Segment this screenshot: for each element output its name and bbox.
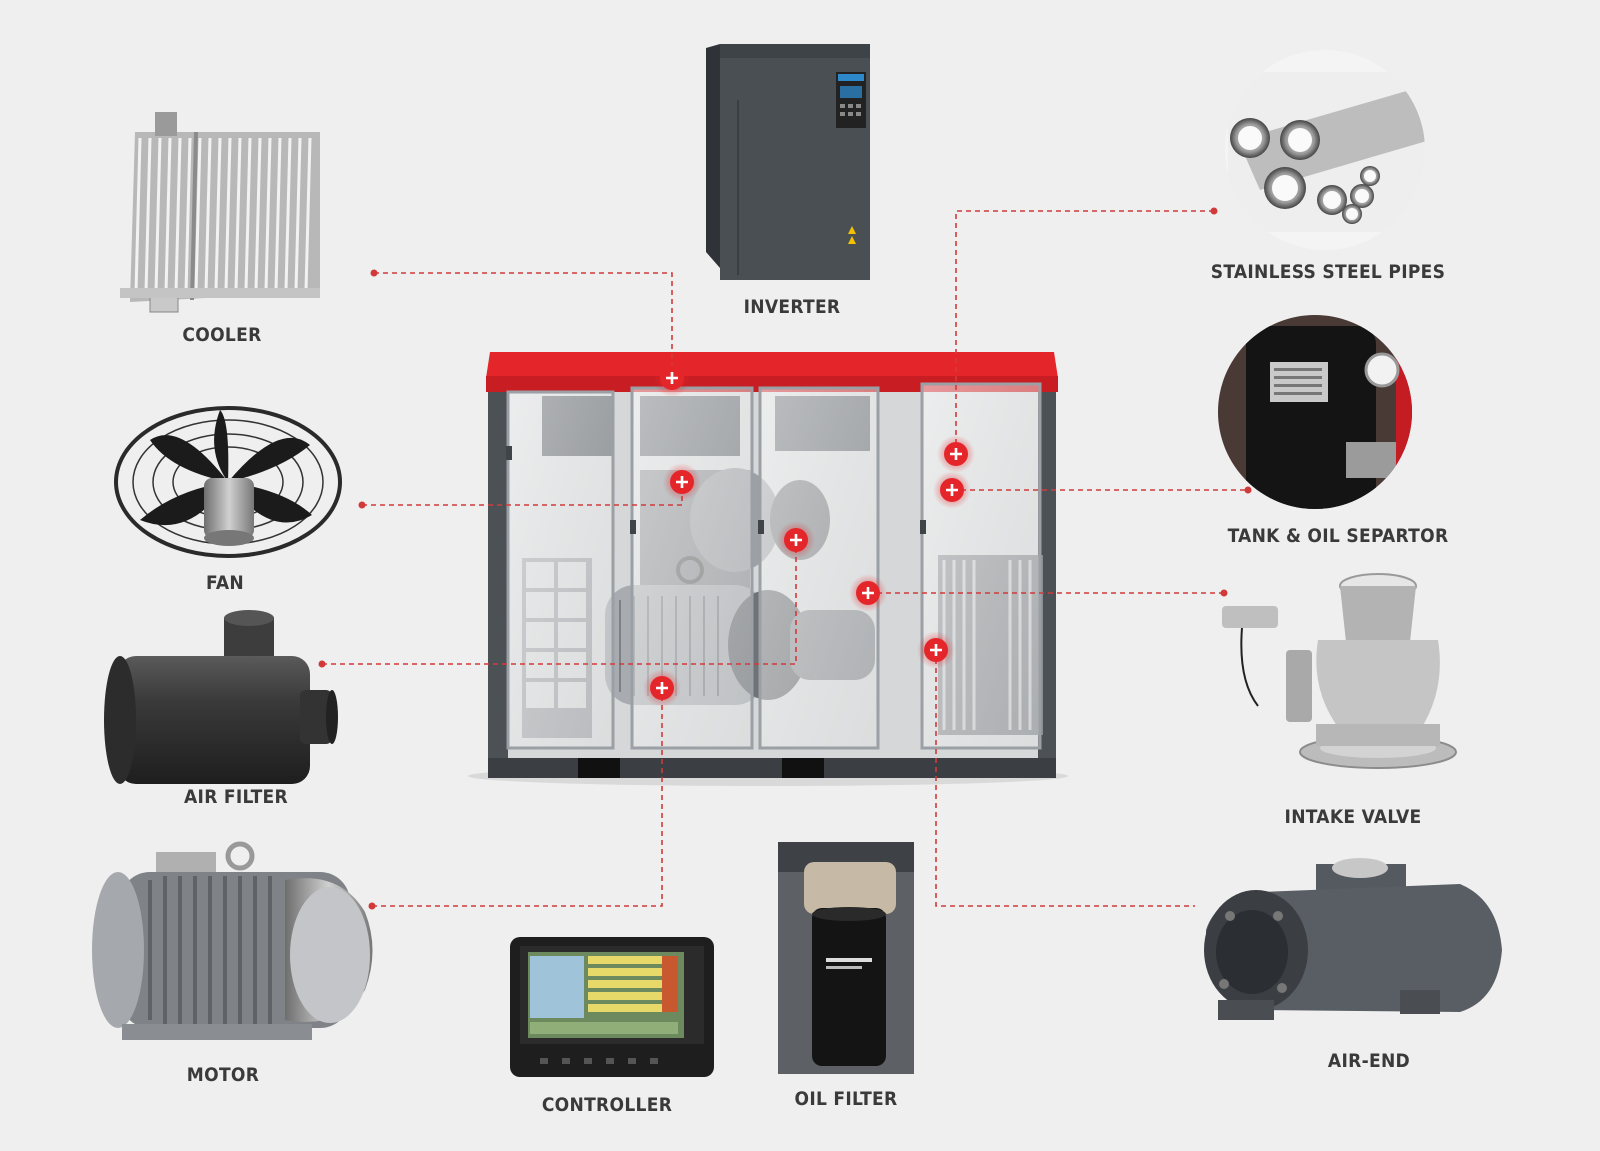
- hotspot-air-end[interactable]: [917, 631, 955, 669]
- controller-image: [510, 937, 714, 1077]
- air-filter-label: AIR FILTER: [184, 786, 288, 808]
- controller-label: CONTROLLER: [541, 1094, 673, 1116]
- hotspot-markers: [643, 359, 975, 707]
- air-filter-image: [104, 610, 338, 784]
- air-end-image: [1204, 858, 1502, 1020]
- inverter-image: [706, 44, 870, 280]
- air-end-label: AIR-END: [1327, 1050, 1411, 1072]
- hotspot-motor[interactable]: [643, 669, 681, 707]
- hotspot-fan[interactable]: [663, 463, 701, 501]
- intake-valve-image: [1222, 573, 1457, 769]
- stainless-steel-pipes-label: STAINLESS STEEL PIPES: [1210, 261, 1446, 283]
- air-compressor-unit: [468, 352, 1068, 786]
- motor-label: MOTOR: [186, 1064, 260, 1086]
- fan-image: [114, 406, 342, 558]
- fan-label: FAN: [206, 572, 244, 594]
- inverter-label: INVERTER: [743, 296, 841, 318]
- hotspot-intake-valve[interactable]: [849, 574, 887, 612]
- oil-filter-image: [778, 842, 914, 1074]
- hotspot-stainless-steel-pipes[interactable]: [937, 435, 975, 473]
- motor-image: [92, 841, 373, 1040]
- intake-valve-label: INTAKE VALVE: [1284, 806, 1422, 828]
- cooler-image: [120, 112, 320, 313]
- tank-oil-separator-label: TANK & OIL SEPARTOR: [1227, 525, 1449, 547]
- leader-endpoints: [318, 207, 1252, 910]
- stainless-steel-pipes-image: [1225, 50, 1425, 250]
- hotspot-cooler[interactable]: [653, 359, 691, 397]
- hotspot-tank-oil-separator[interactable]: [933, 471, 971, 509]
- cooler-label: COOLER: [182, 324, 262, 346]
- oil-filter-label: OIL FILTER: [794, 1088, 898, 1110]
- tank-oil-separator-image: [1218, 315, 1412, 509]
- hotspot-air-filter[interactable]: [777, 521, 815, 559]
